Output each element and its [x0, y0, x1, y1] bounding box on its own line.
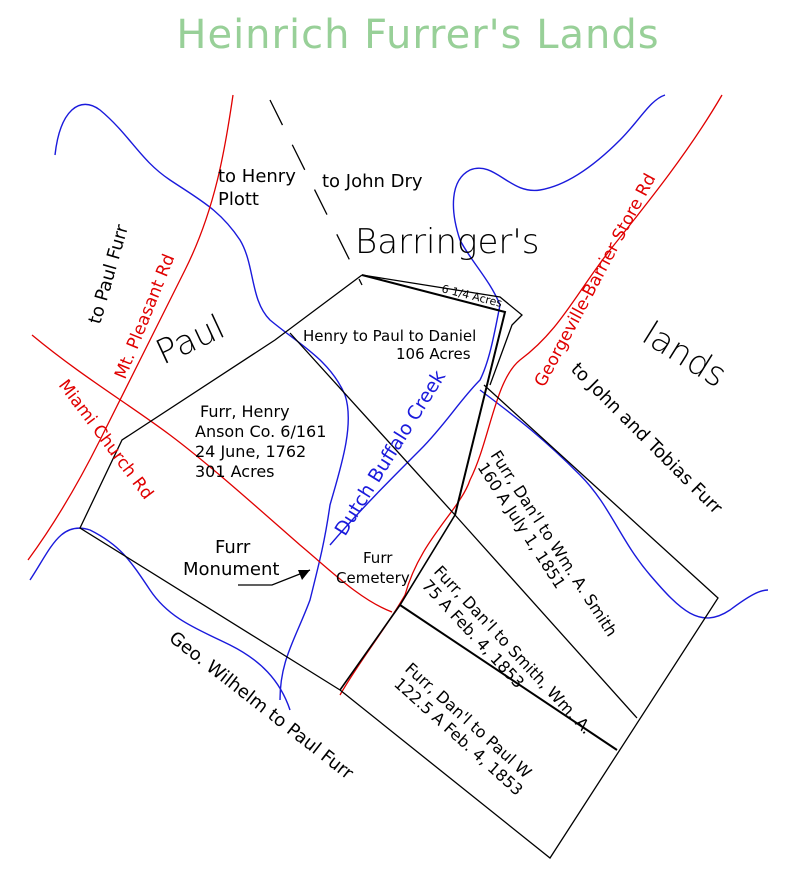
label-furr-cemetery-1: Furr	[363, 549, 393, 567]
creek-line	[54, 103, 349, 701]
label-plott: Plott	[218, 189, 259, 210]
label-geo-wilhelm: Geo. Wilhelm to Paul Furr	[165, 627, 358, 784]
map-title: Heinrich Furrer's Lands	[176, 12, 659, 58]
monument-arrow	[238, 569, 311, 586]
road-line-miami-church	[31, 334, 393, 613]
label-furr-monument-1: Furr	[215, 537, 251, 558]
label-lands: lands	[635, 314, 733, 396]
label-to-paul-furr: to Paul Furr	[85, 222, 134, 327]
road-label-georgeville: Georgeville-Barrier Store Rd	[531, 170, 661, 390]
roads	[27, 94, 723, 696]
road-label-miami-church: Miami Church Rd	[54, 376, 157, 504]
boundary-dashed	[269, 99, 363, 286]
parcel-boundaries	[79, 99, 719, 859]
creek-line	[479, 389, 769, 619]
boundary-top	[361, 274, 523, 386]
label-furr-cemetery-2: Cemetery	[336, 569, 410, 587]
creek-line	[329, 94, 666, 546]
boundary-middle	[399, 604, 618, 751]
creek-label-dutch-buffalo: Dutch Buffalo Creek	[331, 366, 451, 539]
label-date-1762: 24 June, 1762	[195, 442, 306, 461]
label-henry-to-paul: Henry to Paul to Daniel	[303, 327, 476, 345]
road-line-mt-pleasant	[27, 94, 234, 561]
boundary-henry	[79, 274, 363, 691]
label-to-john-dry: to John Dry	[322, 171, 423, 192]
label-301-acres: 301 Acres	[195, 462, 275, 481]
label-to-henry: to Henry	[218, 166, 296, 187]
creek-line	[29, 527, 291, 711]
label-barringers: Barringer's	[355, 222, 539, 262]
label-six-acres: 6 1/4 Acres	[440, 282, 503, 310]
label-furr-henry: Furr, Henry	[200, 402, 290, 421]
road-line-georgeville	[339, 94, 723, 696]
boundary-south	[339, 384, 719, 859]
label-paul-w-2: 122.5 A Feb. 4, 1853	[390, 674, 526, 800]
label-furr-monument-2: Monument	[183, 559, 279, 580]
creeks	[29, 94, 769, 711]
label-anson: Anson Co. 6/161	[195, 422, 326, 441]
label-106-acres: 106 Acres	[396, 345, 471, 363]
arrow-head	[298, 570, 310, 580]
label-smith-1851-1: Furr, Dan'l to Wm. A. Smith	[487, 447, 622, 640]
boundary-six-acres	[361, 274, 507, 516]
